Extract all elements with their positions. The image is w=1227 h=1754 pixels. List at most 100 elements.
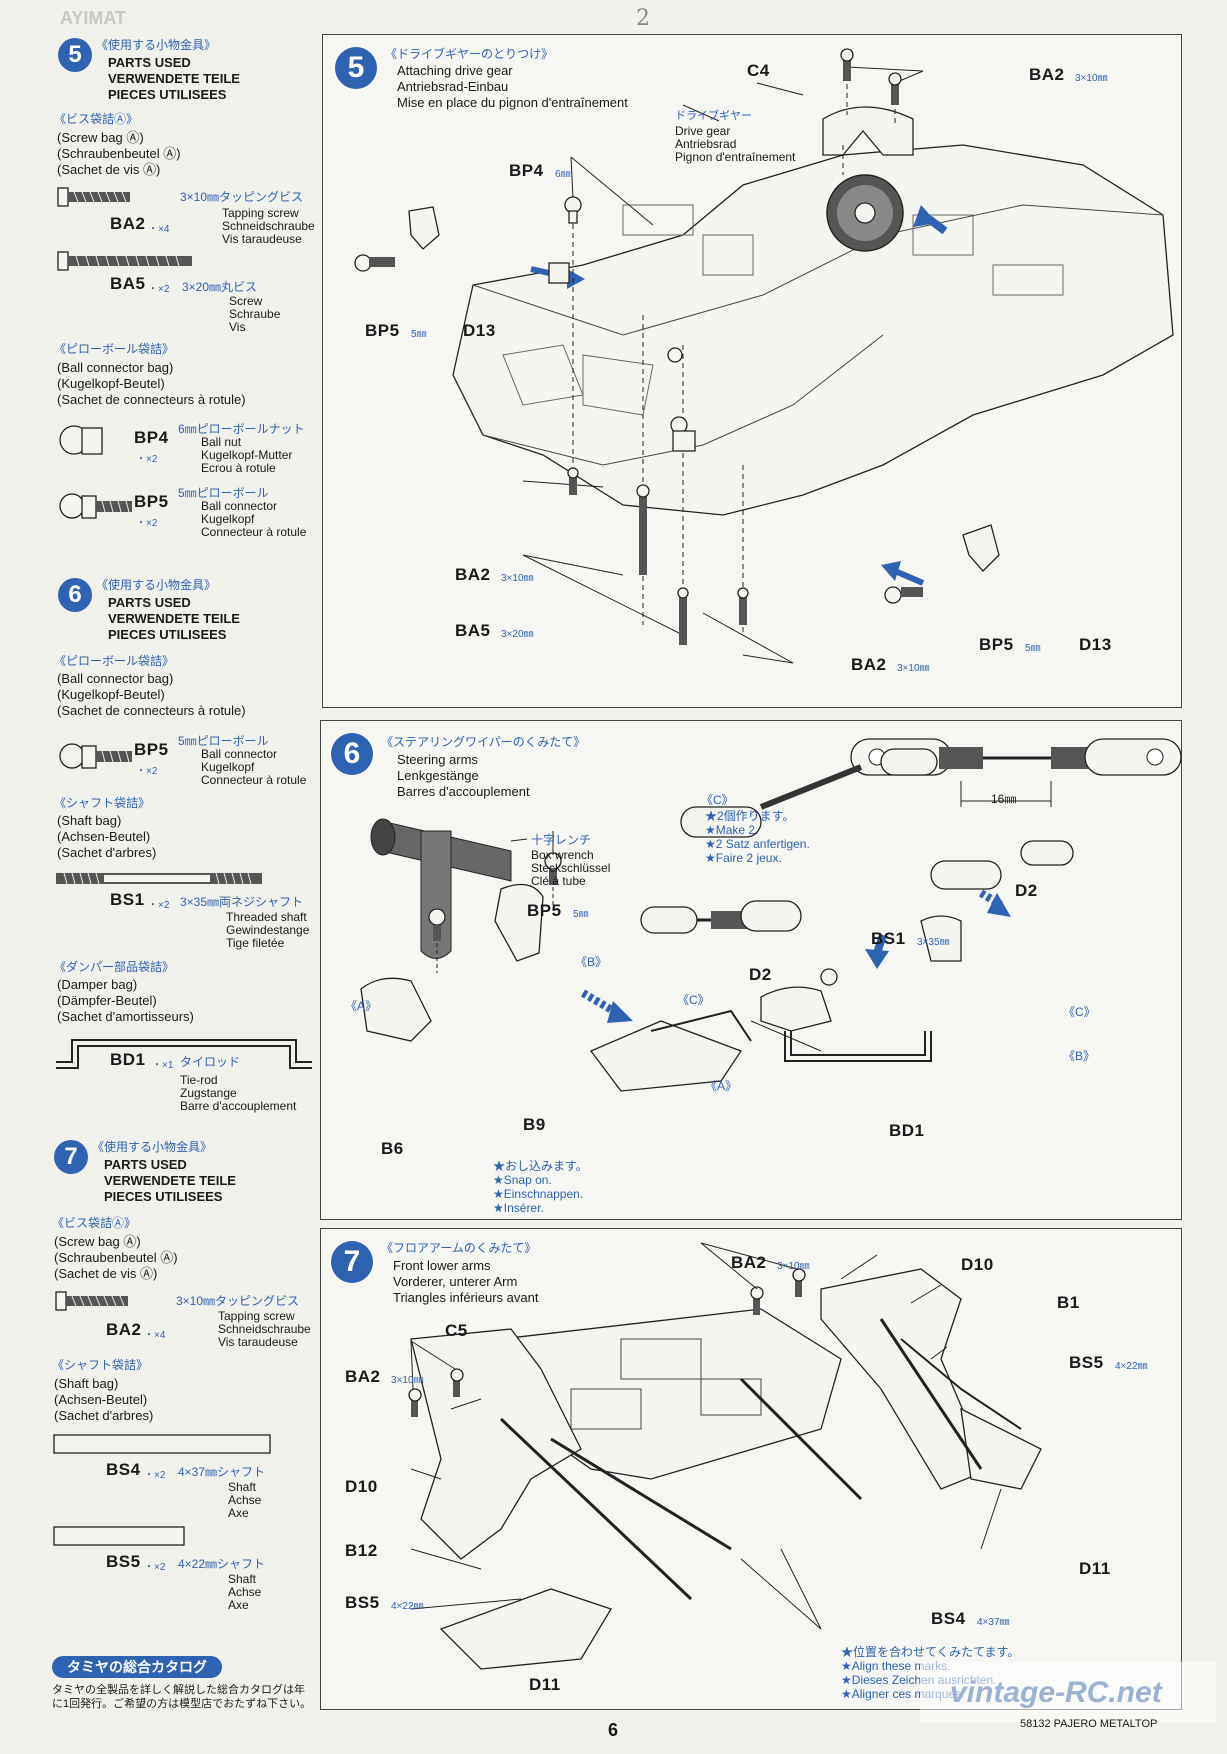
s6-bp5-qty: ・×2	[136, 766, 158, 777]
s7-bag1-en: (Screw bag Ⓐ)	[54, 1234, 141, 1249]
step-7-title-de: Vorderer, unterer Arm	[393, 1274, 518, 1289]
label-bs5-right: BS5	[1069, 1353, 1104, 1372]
s5-ba2-code: BA2	[110, 214, 146, 233]
s6-bd1-jp: タイロッド	[180, 1053, 241, 1070]
s6-bs1-qty: ・×2	[148, 900, 170, 911]
s6-bag3-de: (Dämpfer-Beutel)	[57, 993, 157, 1008]
s5-ba2-qty: ・×4	[148, 224, 170, 235]
step-5-title-en: Attaching drive gear	[397, 63, 513, 78]
threaded-shaft-bs1-icon	[56, 872, 262, 885]
label-bp4-size: 6㎜	[555, 169, 571, 180]
s6-bs1-de: Gewindestange	[226, 923, 310, 937]
s6-bd1-qty: ・×1	[152, 1060, 174, 1071]
model-code: 58132 PAJERO METALTOP	[1020, 1718, 1158, 1730]
make-2-de: ★2 Satz anfertigen.	[705, 837, 810, 851]
snap-de: ★Einschnappen.	[493, 1187, 584, 1201]
c-note-label: 《C》	[701, 793, 734, 807]
label-ba2-top: BA2	[1029, 65, 1065, 84]
watermark: vintage-RC.net	[950, 1676, 1162, 1709]
s7-bag1-fr: (Sachet de vis Ⓐ)	[54, 1266, 158, 1281]
step-7-title-jp: 《フロアアームのくみたて》	[381, 1241, 537, 1255]
label-ba2-left: BA2	[345, 1367, 381, 1386]
s6-bp5-en: Ball connector	[201, 747, 278, 761]
label-ba2-bottom: BA2	[851, 655, 887, 674]
make-2-en: ★Make 2.	[705, 823, 759, 837]
lower-arm-diagram	[408, 1242, 1042, 1670]
s7-bs4-code: BS4	[106, 1460, 141, 1479]
ball-nut-bp4-icon	[59, 425, 103, 455]
label-c-mid: 《C》	[677, 993, 710, 1007]
step-5-panel: 5 《ドライブギヤーのとりつけ》 Attaching drive gear An…	[322, 34, 1182, 708]
label-a-mid: 《A》	[705, 1079, 738, 1093]
make-2-fr: ★Faire 2 jeux.	[705, 851, 782, 865]
section-6-badge: 6	[58, 578, 92, 612]
s6-bag2-jp: 《シャフト袋詰》	[54, 796, 151, 810]
s5-ba5-fr: Vis	[229, 320, 246, 334]
dimension-16mm: 16㎜	[991, 792, 1017, 806]
step-5-title-de: Antriebsrad-Einbau	[397, 79, 509, 94]
s5-parts-fr: PIECES UTILISEES	[108, 87, 227, 102]
label-d10-right: D10	[961, 1255, 994, 1274]
s6-bp5-de: Kugelkopf	[201, 760, 255, 774]
step-6-title-fr: Barres d'accouplement	[397, 784, 530, 799]
label-b-left: 《B》	[575, 955, 608, 969]
s7-bag2-fr: (Sachet d'arbres)	[54, 1408, 154, 1423]
label-bs1-size: 3×35㎜	[917, 937, 950, 948]
s6-bs1-fr: Tige filetée	[226, 936, 285, 950]
s6-bag1-de: (Kugelkopf-Beutel)	[57, 687, 165, 702]
steering-arm-diagram	[360, 738, 1182, 1092]
drive-gear-jp: ドライブギヤー	[675, 110, 752, 122]
label-d11-bottom: D11	[529, 1675, 561, 1694]
section-7-badge: 7	[54, 1140, 88, 1174]
s7-bag1-jp: 《ビス袋詰Ⓐ》	[52, 1216, 137, 1230]
s5-bp4-qty: ・×2	[136, 454, 158, 465]
s5-ba2-jp: 3×10㎜タッピングビス	[180, 190, 304, 204]
label-ba2-bottom-size: 3×10㎜	[897, 663, 930, 674]
s7-ba2-fr: Vis taraudeuse	[218, 1335, 298, 1349]
s7-bag2-en: (Shaft bag)	[54, 1376, 119, 1391]
screw-ba2-icon	[57, 187, 130, 207]
s6-parts-de: VERWENDETE TEILE	[108, 611, 240, 626]
label-ba2-top: BA2	[731, 1253, 767, 1272]
chassis-diagram	[354, 48, 1174, 664]
page-number: 6	[608, 1720, 619, 1740]
s5-parts-jp: 《使用する小物金具》	[96, 38, 217, 52]
label-b12: B12	[345, 1541, 378, 1560]
s7-parts-fr: PIECES UTILISEES	[104, 1189, 223, 1204]
s5-ba2-en: Tapping screw	[222, 206, 299, 220]
section-5-badge: 5	[58, 38, 92, 72]
s6-bp5-jp: 5㎜ピローボール	[178, 734, 269, 748]
s5-ba5-jp: 3×20㎜丸ビス	[182, 280, 258, 294]
s7-bag1-de: (Schraubenbeutel Ⓐ)	[54, 1250, 178, 1265]
s6-bag1-fr: (Sachet de connecteurs à rotule)	[57, 703, 246, 718]
drive-gear-fr: Pignon d'entraînement	[675, 150, 796, 164]
s5-bp5-de: Kugelkopf	[201, 512, 255, 526]
s6-bag1-en: (Ball connector bag)	[57, 671, 174, 686]
s7-bs4-qty: ・×2	[144, 1470, 166, 1481]
s6-bag2-fr: (Sachet d'arbres)	[57, 845, 157, 860]
s7-bs4-fr: Axe	[228, 1506, 249, 1520]
wrench-jp: 十字レンチ	[531, 833, 592, 847]
s5-ba5-de: Schraube	[229, 307, 281, 321]
s5-bp5-code: BP5	[134, 492, 169, 511]
wrench-fr: Clé à tube	[531, 874, 586, 888]
label-d10-left: D10	[345, 1477, 378, 1496]
align-jp: ★位置を合わせてくみたてます。	[841, 1645, 1020, 1659]
label-ba2-mid-size: 3×10㎜	[501, 573, 534, 584]
catalog-line-1: タミヤの全製品を詳しく解説した総合カタログは年	[52, 1684, 305, 1696]
step-6-title-jp: 《ステアリングワイパーのくみたて》	[381, 735, 586, 749]
label-ba2-mid: BA2	[455, 565, 491, 584]
s6-bag3-fr: (Sachet d'amortisseurs)	[57, 1009, 194, 1024]
label-bp5-left: BP5	[365, 321, 400, 340]
label-bp5-left-size: 5㎜	[411, 329, 427, 340]
step-7-title-en: Front lower arms	[393, 1258, 491, 1273]
label-bp5-size: 5㎜	[573, 909, 589, 920]
s7-ba2-en: Tapping screw	[218, 1309, 295, 1323]
drive-gear-de: Antriebsrad	[675, 137, 737, 151]
s6-bag1-jp: 《ピローボール袋詰》	[54, 654, 175, 668]
s7-ba2-jp: 3×10㎜タッピングビス	[176, 1294, 300, 1308]
label-d11-right: D11	[1079, 1559, 1111, 1578]
s7-bs4-en: Shaft	[228, 1480, 257, 1494]
s7-parts-de: VERWENDETE TEILE	[104, 1173, 236, 1188]
label-c-right: 《C》	[1063, 1005, 1096, 1019]
